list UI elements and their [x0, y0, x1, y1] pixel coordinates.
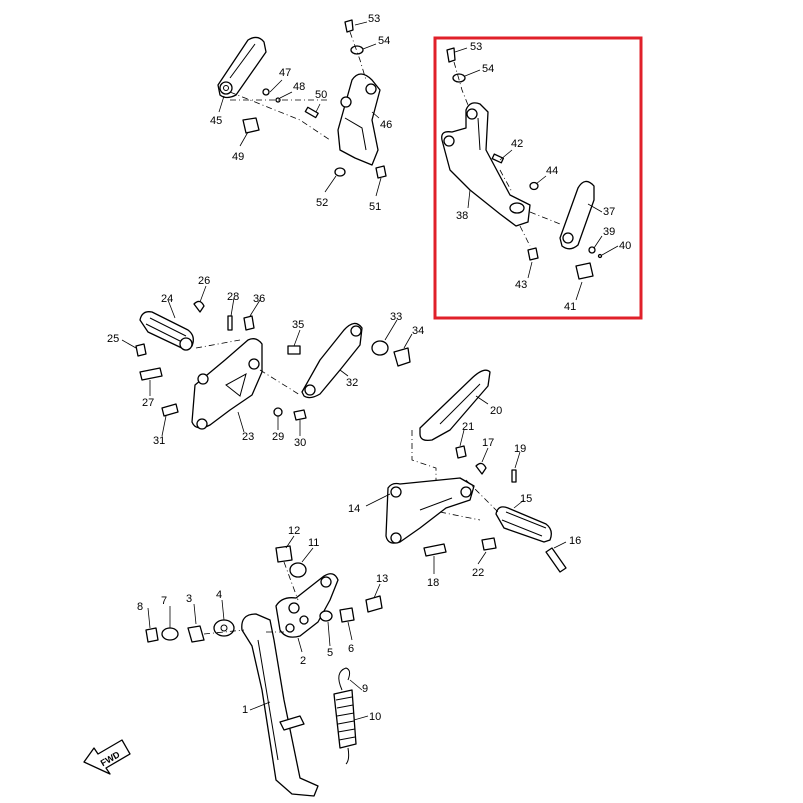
callout-25: 25	[107, 333, 119, 345]
highlight-frame	[433, 36, 643, 320]
callout-46: 46	[380, 119, 392, 131]
callout-23: 23	[242, 431, 254, 443]
callout-7: 7	[161, 595, 167, 607]
callout-8: 8	[137, 601, 143, 613]
callout-39: 39	[603, 226, 615, 238]
callout-43: 43	[515, 279, 527, 291]
rear-right-footrest-group	[441, 47, 603, 280]
callout-40: 40	[619, 240, 631, 252]
callout-10: 10	[369, 711, 381, 723]
callout-54-boxed: 54	[482, 63, 494, 75]
callout-12: 12	[288, 525, 300, 537]
callout-32: 32	[346, 377, 358, 389]
callout-44: 44	[546, 165, 558, 177]
callout-34: 34	[412, 325, 424, 337]
callout-24: 24	[161, 293, 173, 305]
callout-2: 2	[300, 655, 306, 667]
sidestand-group	[145, 545, 383, 797]
callout-6: 6	[348, 643, 354, 655]
callout-13: 13	[376, 573, 388, 585]
callout-22: 22	[472, 567, 484, 579]
callout-29: 29	[272, 431, 284, 443]
callout-4: 4	[216, 589, 222, 601]
front-left-footrest-group	[135, 300, 411, 430]
callout-42: 42	[511, 138, 523, 150]
callout-31: 31	[153, 435, 165, 447]
callout-19: 19	[514, 443, 526, 455]
callout-47: 47	[279, 67, 291, 79]
callout-30: 30	[294, 437, 306, 449]
callout-41: 41	[564, 301, 576, 313]
callout-28: 28	[227, 291, 239, 303]
callout-26: 26	[198, 275, 210, 287]
callout-14: 14	[348, 503, 360, 515]
callout-9: 9	[362, 683, 368, 695]
callout-17: 17	[482, 437, 494, 449]
callout-20: 20	[490, 405, 502, 417]
callout-33: 33	[390, 311, 402, 323]
callout-53-boxed: 53	[470, 41, 482, 53]
callout-3: 3	[186, 593, 192, 605]
callout-54: 54	[378, 35, 390, 47]
callout-5: 5	[327, 647, 333, 659]
callout-15: 15	[520, 493, 532, 505]
fwd-arrow-icon: FWD	[83, 739, 131, 775]
callout-38: 38	[456, 210, 468, 222]
callout-37: 37	[603, 206, 615, 218]
callout-52: 52	[316, 197, 328, 209]
rear-left-footrest-group	[217, 19, 387, 179]
callout-48: 48	[293, 81, 305, 93]
callout-35: 35	[292, 319, 304, 331]
front-right-footrest-group	[385, 369, 567, 573]
callout-50: 50	[315, 89, 327, 101]
callout-27: 27	[142, 397, 154, 409]
callout-36: 36	[253, 293, 265, 305]
callout-21: 21	[462, 421, 474, 433]
callout-45: 45	[210, 115, 222, 127]
callout-1: 1	[242, 704, 248, 716]
callout-53: 53	[368, 13, 380, 25]
callout-49: 49	[232, 151, 244, 163]
callout-51: 51	[369, 201, 381, 213]
callout-16: 16	[569, 535, 581, 547]
callout-11: 11	[308, 537, 319, 549]
callout-18: 18	[427, 577, 439, 589]
